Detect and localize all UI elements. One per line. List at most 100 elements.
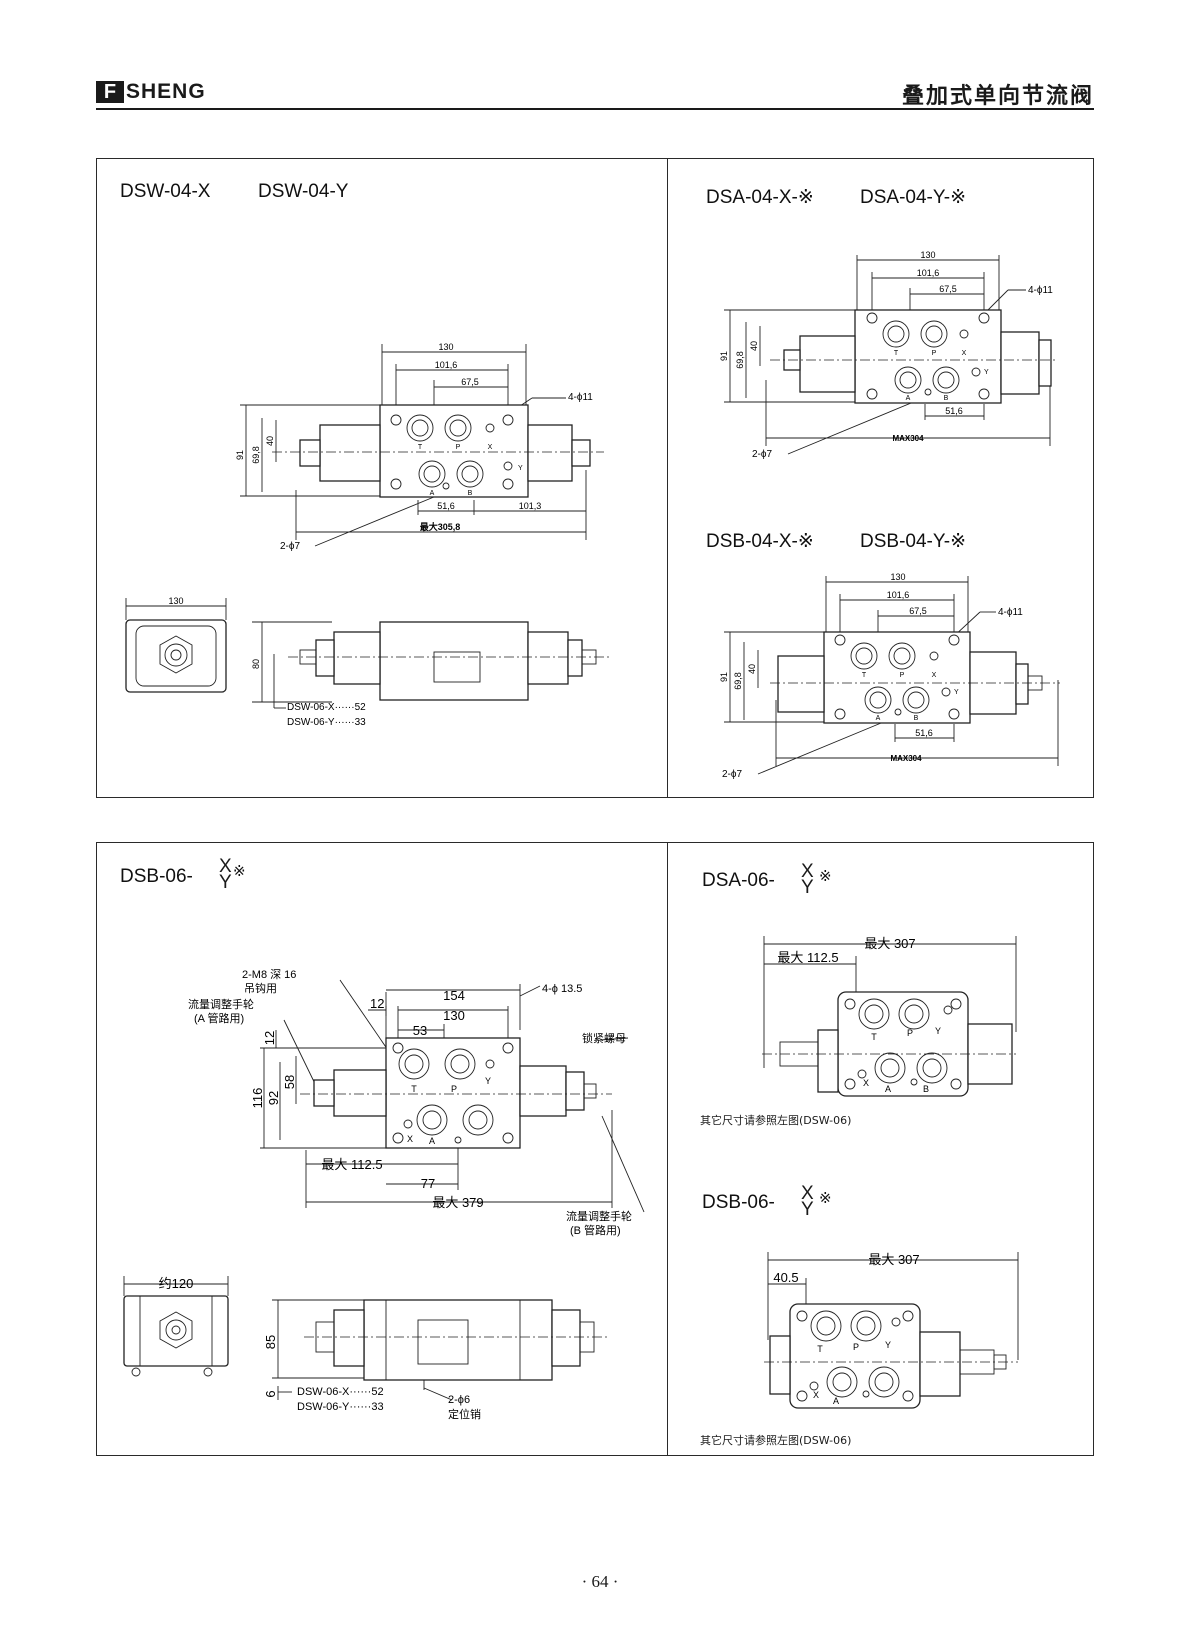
p3-dimension-lines — [724, 576, 1059, 775]
p4-title-y: Y — [219, 872, 232, 893]
p1-dim-max: 最大305,8 — [420, 521, 461, 532]
page-title: 叠加式单向节流阀 — [901, 84, 1094, 109]
p1-port-t: T — [418, 444, 423, 451]
p1-dim-516: 51,6 — [437, 501, 455, 511]
p3-dim-91: 91 — [719, 672, 729, 682]
p4-dim-handwheel-a-sub: (A 管路用) — [194, 1011, 244, 1025]
p1-dim-1016: 101,6 — [435, 360, 458, 370]
p4-dim-max: 最大 379 — [432, 1195, 483, 1210]
p1-dim-91: 91 — [235, 450, 245, 460]
p1-title-y: DSW-04-Y — [258, 181, 349, 202]
p3-dim-1016: 101,6 — [887, 590, 910, 600]
p3-port-p: P — [900, 672, 905, 679]
p2-dim-max: MAX304 — [892, 434, 924, 443]
p4-valve-body — [300, 1037, 612, 1149]
top-panel-divider — [667, 158, 668, 798]
p4-dim-handwheel-b: 流量调整手轮 — [566, 1209, 632, 1223]
p2-dim-675: 67,5 — [939, 284, 957, 294]
p4-pin-sub: 定位销 — [448, 1407, 481, 1421]
p3-port-a: A — [876, 715, 881, 722]
p1-dim-675: 67,5 — [461, 377, 479, 387]
p3-dim-130: 130 — [890, 572, 905, 582]
p5-port-b: B — [923, 1084, 929, 1094]
p5-port-a: A — [885, 1084, 891, 1094]
p6-valve-body — [764, 1303, 1018, 1409]
p1-dim-hole: 4-ϕ11 — [568, 392, 593, 403]
p5-port-t: T — [871, 1032, 877, 1042]
p2-dim-91: 91 — [719, 351, 729, 361]
p4-dim-handwheel-b-sub: (B 管路用) — [570, 1223, 621, 1237]
p3-title-y: DSB-04-Y-※ — [860, 531, 967, 552]
p6-title-prefix: DSB-06- — [702, 1192, 775, 1213]
p1-note-y: DSW-06-Y······33 — [287, 717, 366, 728]
p1-title-x: DSW-04-X — [120, 181, 211, 202]
p2-dim-hole: 4-ϕ11 — [1028, 285, 1053, 296]
p4-side-dim-6: 6 — [263, 1390, 278, 1397]
p4-dim-77: 77 — [421, 1176, 435, 1191]
p5-note: 其它尺寸请参照左图(DSW-06) — [700, 1114, 852, 1127]
p6-title-x: X — [801, 1183, 814, 1204]
logo-mark: F — [96, 81, 124, 103]
p1-port-y: Y — [518, 465, 523, 472]
p6-port-t: T — [817, 1344, 823, 1354]
p6-title-mark: ※ — [819, 1190, 832, 1207]
p4-dim-locknut: 锁紧螺母 — [582, 1031, 626, 1045]
p5-dim-1125: 最大 112.5 — [777, 950, 838, 965]
p5-title-x: X — [801, 861, 814, 882]
p4-dim-handwheel-a: 流量调整手轮 — [188, 997, 254, 1011]
p3-dim-40: 40 — [747, 664, 757, 674]
p6-port-x: X — [813, 1390, 819, 1400]
p1-end-view — [125, 598, 227, 693]
p4-dim-12h: 12 — [262, 1031, 277, 1045]
p6-note: 其它尺寸请参照左图(DSW-06) — [700, 1434, 852, 1447]
p1-dimension-labels: 130 101,6 67,5 4-ϕ11 91 69,8 40 51,6 101… — [235, 342, 593, 552]
p3-dim-pin: 2-ϕ7 — [722, 769, 742, 780]
p3-valve-body — [770, 631, 1060, 724]
p6-dim-max: 最大 307 — [868, 1252, 919, 1267]
p4-port-x: X — [407, 1134, 413, 1144]
p2-port-p: P — [932, 350, 937, 357]
p1-side-dim-80: 80 — [251, 659, 261, 669]
p3-dim-hole: 4-ϕ11 — [998, 607, 1023, 618]
p1-dim-130: 130 — [438, 342, 453, 352]
p3-port-x: X — [932, 672, 937, 679]
p4-dim-hole: 4-ϕ 13.5 — [542, 983, 582, 995]
p6-title-y: Y — [801, 1199, 814, 1220]
p6-title-xy: X Y — [801, 1183, 814, 1220]
p4-dim-m8: 2-M8 深 16 — [242, 968, 296, 981]
p6-port-p: P — [853, 1342, 859, 1352]
p5-title-y: Y — [801, 877, 814, 898]
p2-dim-698: 69,8 — [735, 351, 745, 369]
p2-dim-130: 130 — [920, 250, 935, 260]
p3-port-b: B — [914, 715, 919, 722]
p2-dim-516: 51,6 — [945, 406, 963, 416]
p1-front-view — [252, 621, 610, 709]
p4-dim-58: 58 — [282, 1075, 297, 1089]
top-panel-frame — [96, 158, 1094, 798]
header-rule — [96, 108, 1094, 110]
p3-title-x: DSB-04-X-※ — [706, 531, 814, 552]
p4-note-y: DSW-06-Y······33 — [297, 1401, 384, 1413]
p2-port-t: T — [894, 350, 899, 357]
p4-dim-154: 154 — [443, 988, 465, 1003]
p2-dim-pin: 2-ϕ7 — [752, 449, 772, 460]
p4-dim-92: 92 — [266, 1091, 281, 1105]
p4-port-t: T — [411, 1084, 417, 1094]
p4-dim-hook: 吊钩用 — [244, 981, 277, 995]
p6-port-y: Y — [885, 1340, 891, 1350]
p4-dim-116: 116 — [250, 1088, 265, 1109]
p4-dim-1125: 最大 112.5 — [321, 1157, 382, 1172]
page-number: · 64 · — [581, 1572, 619, 1591]
p5-port-p: P — [907, 1028, 913, 1038]
p4-port-y: Y — [485, 1076, 491, 1086]
p2-port-y: Y — [984, 369, 989, 376]
p4-title-mark: ※ — [233, 863, 246, 880]
p4-port-a: A — [429, 1136, 435, 1146]
